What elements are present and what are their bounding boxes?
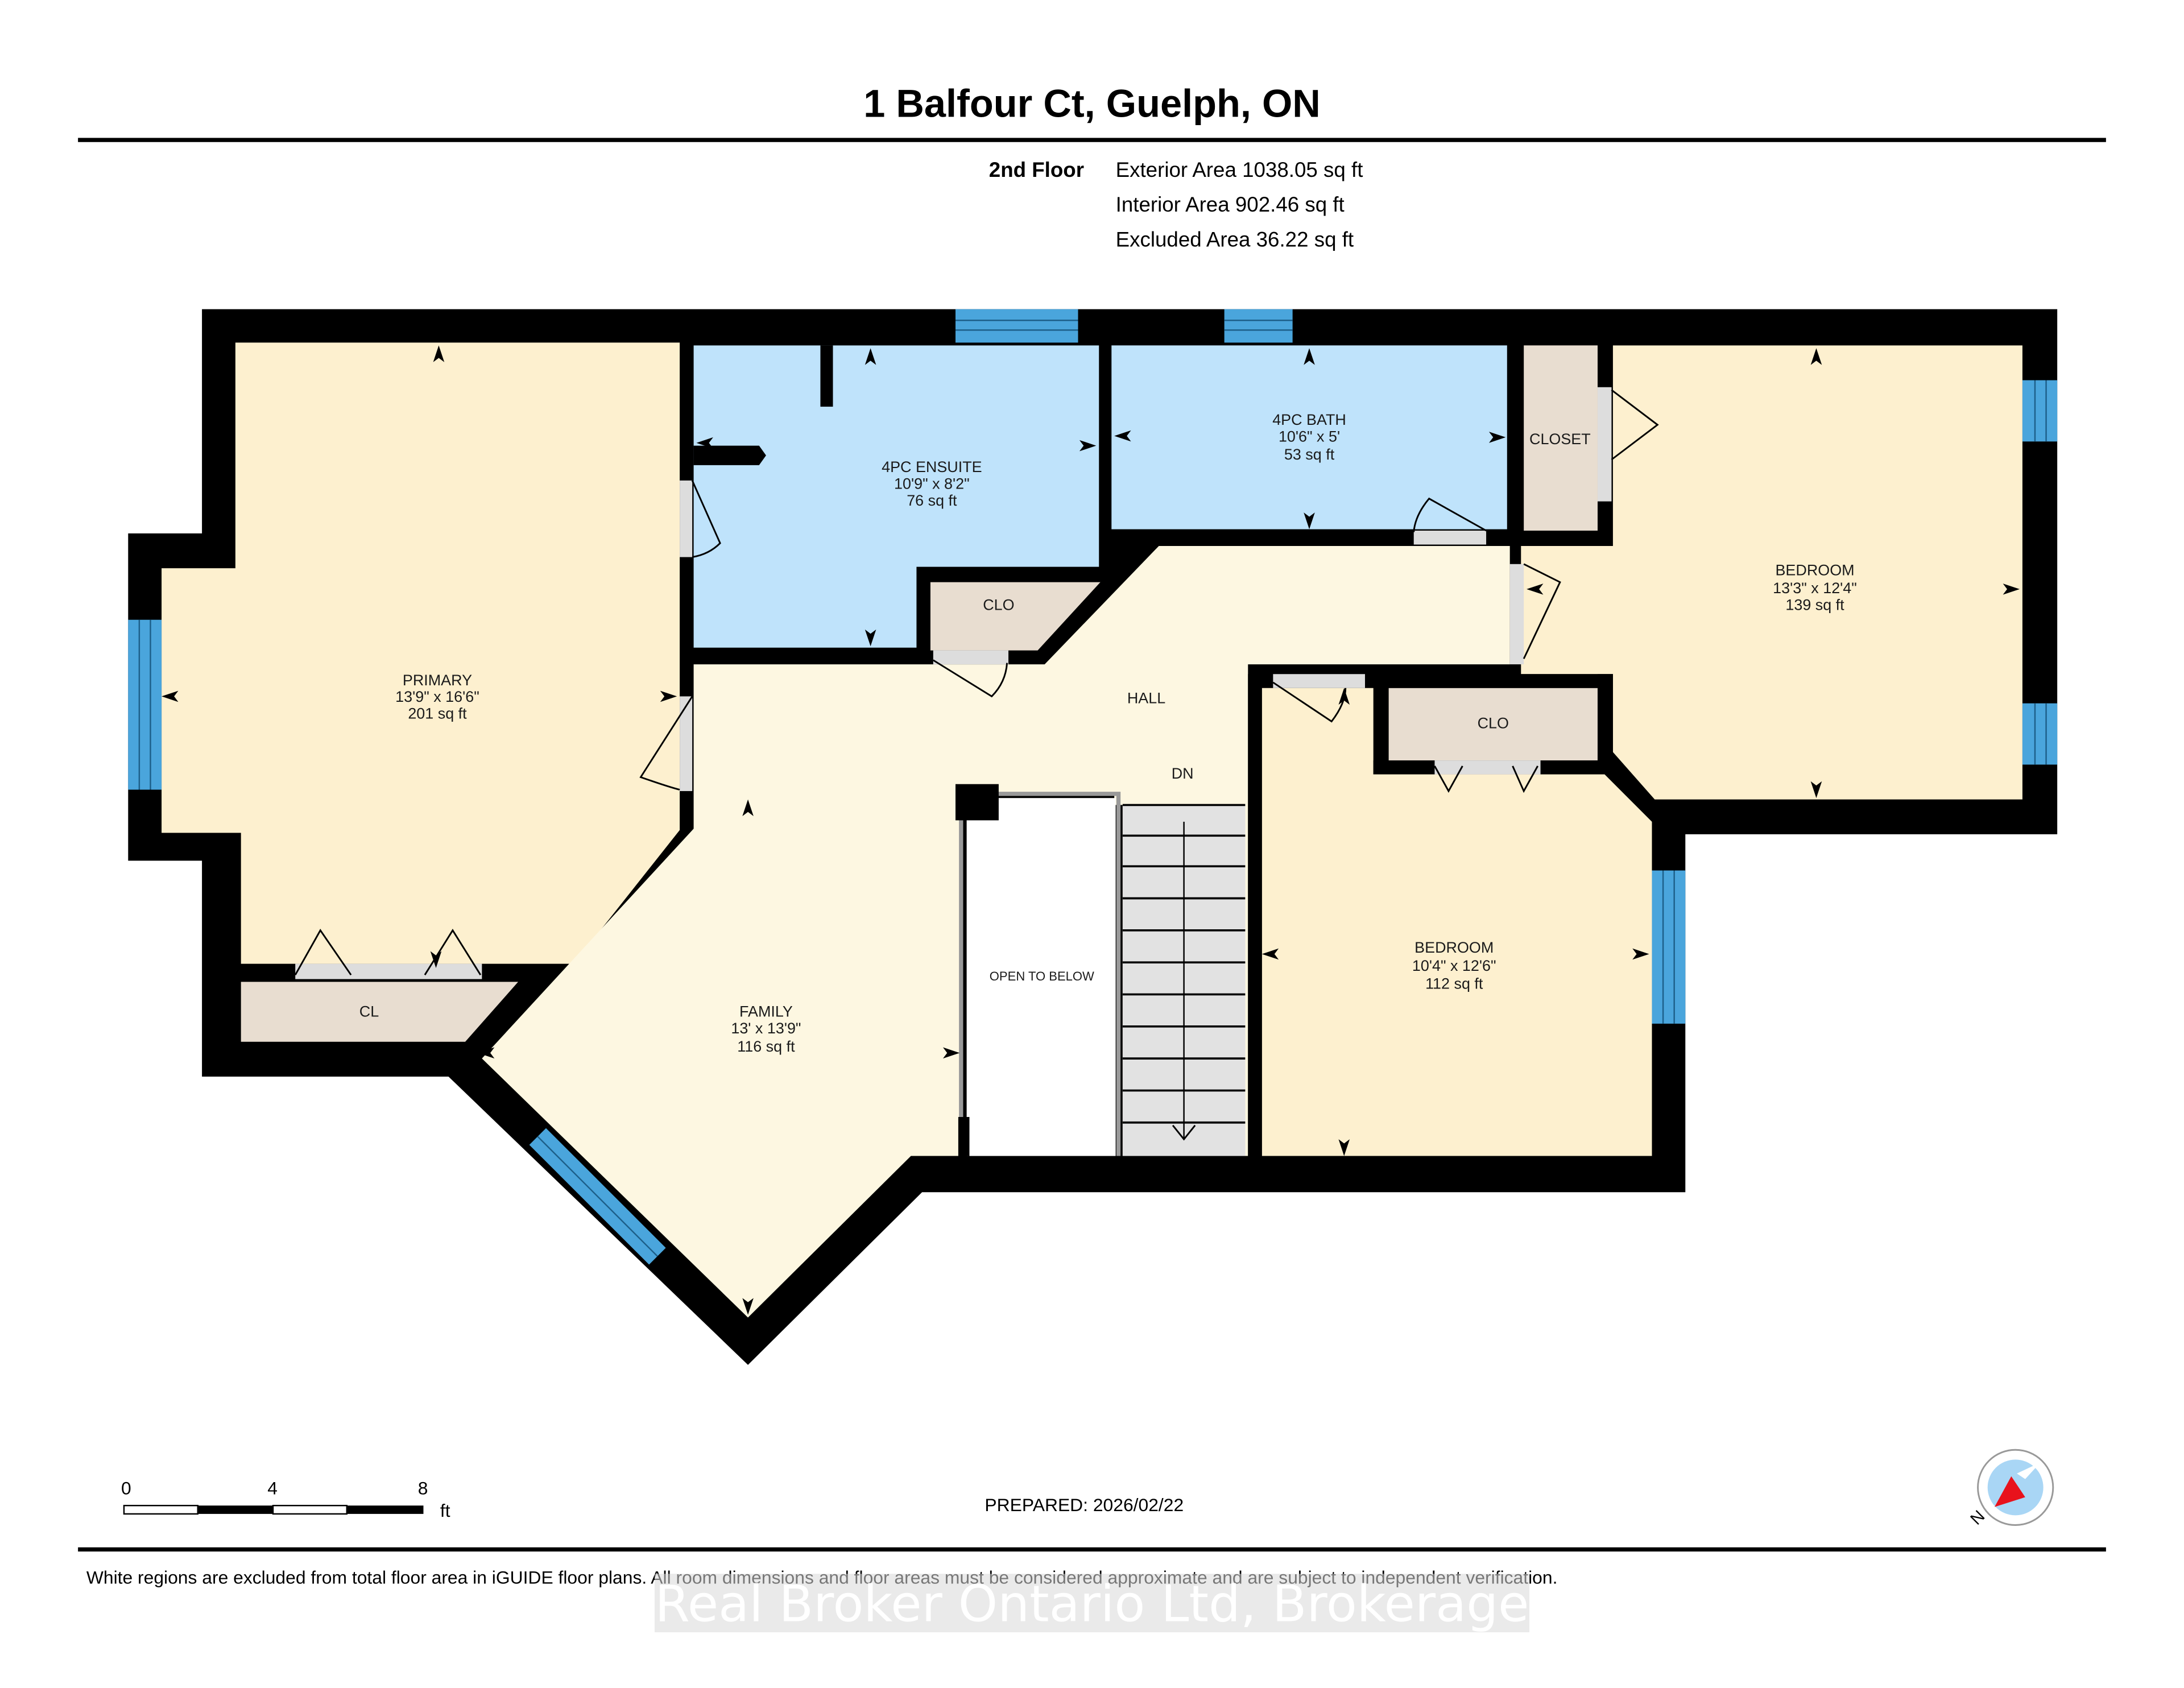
- arrow-down-icon: [1810, 781, 1822, 799]
- svg-text:4PC BATH: 4PC BATH: [1272, 411, 1346, 428]
- scale-bar: 0 4 8 ft: [121, 1478, 450, 1521]
- open-to-below-label: OPEN TO BELOW: [990, 969, 1094, 983]
- svg-text:139 sq ft: 139 sq ft: [1785, 597, 1844, 614]
- svg-text:4: 4: [267, 1478, 278, 1499]
- closet-bedroom: [1388, 688, 1598, 761]
- arrow-up-icon: [1338, 688, 1350, 705]
- stairs-dn-label: DN: [1172, 765, 1194, 782]
- svg-text:10'4" x 12'6": 10'4" x 12'6": [1412, 957, 1496, 974]
- arrow-up-icon: [864, 348, 876, 365]
- arrow-left-icon: [1261, 948, 1279, 960]
- compass-icon: N: [1967, 1449, 2054, 1529]
- room-ensuite: [693, 345, 1099, 648]
- arrow-down-icon: [864, 629, 876, 647]
- wall-segment: [1373, 674, 1613, 688]
- room-hall-family: [482, 545, 1510, 1318]
- arrow-right-icon: [660, 690, 677, 702]
- svg-text:0: 0: [121, 1478, 131, 1499]
- closet-bath: [1524, 345, 1598, 531]
- closet-primary: [241, 982, 519, 1042]
- exterior-area: Exterior Area 1038.05 sq ft: [1116, 158, 1363, 181]
- room-bedroom-ne: [1521, 345, 2022, 800]
- arrow-right-icon: [1079, 440, 1097, 452]
- arrow-right-icon: [2003, 584, 2020, 595]
- room-primary-label: PRIMARY 13'9" x 16'6" 201 sq ft: [395, 672, 479, 722]
- arrow-right-icon: [1632, 948, 1649, 960]
- railing: [959, 792, 1121, 1156]
- arrow-right-icon: [942, 1047, 960, 1059]
- arrow-left-icon: [162, 690, 179, 702]
- room-ensuite-label: 4PC ENSUITE 10'9" x 8'2" 76 sq ft: [882, 458, 982, 509]
- svg-text:10'6" x 5': 10'6" x 5': [1279, 428, 1340, 445]
- closet-primary-label: CL: [359, 1003, 379, 1020]
- arrow-down-icon: [1304, 512, 1315, 529]
- arrow-left-icon: [1114, 430, 1131, 442]
- svg-text:PRIMARY: PRIMARY: [403, 672, 472, 689]
- wall-segment: [1248, 674, 1262, 1156]
- arrow-up-icon: [742, 799, 754, 817]
- room-hall-label: HALL: [1127, 690, 1165, 707]
- excluded-area: Excluded Area 36.22 sq ft: [1116, 227, 1354, 251]
- footer-divider: [78, 1547, 2106, 1552]
- arrow-down-icon: [1338, 1139, 1350, 1156]
- svg-text:112 sq ft: 112 sq ft: [1425, 975, 1483, 992]
- arrow-right-icon: [1488, 432, 1506, 443]
- arrow-up-icon: [433, 345, 445, 362]
- svg-text:FAMILY: FAMILY: [739, 1003, 793, 1020]
- svg-text:BEDROOM: BEDROOM: [1414, 939, 1494, 956]
- room-primary: [162, 342, 680, 964]
- svg-text:53 sq ft: 53 sq ft: [1284, 446, 1335, 463]
- open-to-below: [966, 798, 1116, 1156]
- stair-direction-arrow-icon: [1172, 1124, 1196, 1141]
- arrow-left-icon: [1527, 584, 1544, 595]
- svg-text:13' x 13'9": 13' x 13'9": [731, 1020, 801, 1037]
- wall-stub: [820, 345, 833, 407]
- svg-text:10'9" x 8'2": 10'9" x 8'2": [894, 475, 970, 493]
- arrow-up-icon: [1810, 348, 1822, 365]
- closet-bath-label: CLOSET: [1529, 431, 1591, 448]
- svg-text:Real Broker Ontario Ltd, Broke: Real Broker Ontario Ltd, Brokerage: [655, 1574, 1529, 1633]
- dimension-markers: [162, 345, 2020, 1315]
- svg-text:76 sq ft: 76 sq ft: [907, 492, 957, 509]
- page-title: 1 Balfour Ct, Guelph, ON: [863, 82, 1321, 126]
- svg-text:8: 8: [418, 1478, 428, 1499]
- floor-label: 2nd Floor: [989, 158, 1084, 181]
- wall-segment: [1597, 674, 1613, 772]
- svg-text:BEDROOM: BEDROOM: [1775, 561, 1854, 578]
- svg-text:13'3" x 12'4": 13'3" x 12'4": [1773, 580, 1857, 597]
- svg-text:ft: ft: [440, 1500, 450, 1521]
- wall-stub: [958, 1116, 970, 1156]
- closet-ensuite-label: CLO: [983, 597, 1014, 614]
- interior-area: Interior Area 902.46 sq ft: [1116, 193, 1345, 216]
- closet-bedroom-label: CLO: [1478, 715, 1509, 732]
- newel-post: [956, 784, 999, 821]
- room-bath: [1111, 345, 1507, 529]
- doors: [294, 387, 1659, 979]
- room-bedroom-ne-label: BEDROOM 13'3" x 12'4" 139 sq ft: [1773, 561, 1857, 613]
- windows: [128, 309, 2058, 1265]
- room-family-label: FAMILY 13' x 13'9" 116 sq ft: [731, 1003, 801, 1055]
- prepared-date: PREPARED: 2026/02/22: [985, 1495, 1184, 1515]
- room-bedroom-se-label: BEDROOM 10'4" x 12'6" 112 sq ft: [1412, 939, 1496, 992]
- arrow-down-icon: [742, 1298, 754, 1315]
- svg-text:4PC ENSUITE: 4PC ENSUITE: [882, 458, 982, 475]
- wall-stub: [693, 445, 766, 465]
- header-divider: [78, 138, 2106, 142]
- arrow-up-icon: [1304, 348, 1315, 365]
- arrow-down-icon: [430, 951, 442, 968]
- arrow-left-icon: [478, 1047, 495, 1059]
- svg-text:201 sq ft: 201 sq ft: [408, 705, 467, 722]
- room-bedroom-se: [1261, 688, 1652, 1156]
- svg-text:13'9" x 16'6": 13'9" x 16'6": [395, 688, 479, 705]
- stairs: [1122, 804, 1246, 1156]
- watermark: Real Broker Ontario Ltd, Brokerage: [655, 1574, 1529, 1633]
- svg-text:116 sq ft: 116 sq ft: [737, 1038, 795, 1055]
- room-bath-label: 4PC BATH 10'6" x 5' 53 sq ft: [1272, 411, 1346, 463]
- arrow-left-icon: [696, 437, 713, 449]
- closet-ensuite: [930, 582, 1101, 651]
